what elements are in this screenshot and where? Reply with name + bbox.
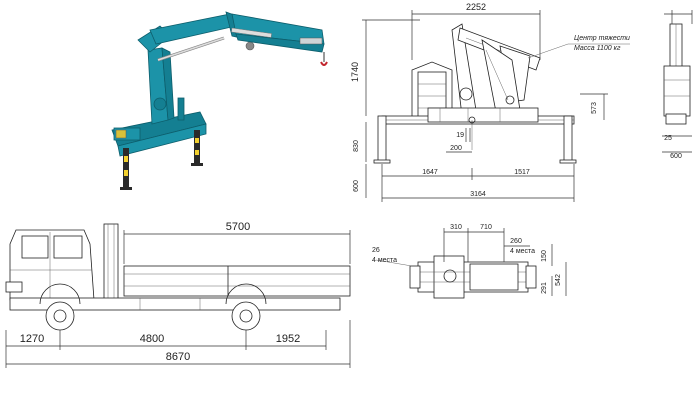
top-dim-260-label: 260	[510, 238, 522, 245]
truck-body-length-label: 5700	[226, 221, 250, 233]
dim-830-label: 830	[353, 140, 360, 152]
total-length-label: 8670	[166, 351, 190, 363]
dim-200-label: 200	[450, 145, 462, 152]
top-dim-291-label: 291	[541, 282, 548, 294]
cog-note-line1: Центр тяжести	[574, 35, 630, 42]
top-note-4-places-a: 4 места	[510, 248, 535, 255]
dim-1647-label: 1647	[422, 169, 438, 176]
crane-side-view-drawing: 25 600	[662, 10, 693, 160]
side-dim-25-label: 25	[664, 135, 672, 142]
dim-19-label: 19	[456, 132, 464, 139]
dim-600-label: 600	[353, 180, 360, 192]
wheelbase-label: 4800	[140, 333, 164, 345]
rear-overhang-label: 1952	[276, 333, 300, 345]
crane-front-view-drawing: 2252 1740 573 19 200 830 600 1647 1517 3…	[350, 2, 630, 202]
dim-1517-label: 1517	[514, 169, 530, 176]
side-dim-600-label: 600	[670, 153, 682, 160]
dim-3164-label: 3164	[470, 191, 486, 198]
crane-3d-render-icon	[111, 11, 328, 190]
cog-note-line2: Масса 1100 кг	[574, 45, 621, 52]
dim-height-label: 1740	[350, 62, 360, 82]
top-dim-542-label: 542	[555, 274, 562, 286]
top-dim-710-label: 710	[480, 224, 492, 231]
top-note-4-places-b: 4 места	[372, 257, 397, 264]
crane-top-view-drawing: 310 710 260 4 места 26 4 места 150 542 2…	[372, 224, 567, 299]
truck-side-view-drawing: 5700 1270 4800 1952 8670	[5, 221, 351, 368]
dim-573-label: 573	[591, 102, 598, 114]
top-dim-26-label: 26	[372, 247, 380, 254]
top-dim-150-label: 150	[541, 250, 548, 262]
dim-top-width-label: 2252	[466, 2, 486, 12]
top-dim-310-label: 310	[450, 224, 462, 231]
front-overhang-label: 1270	[20, 333, 44, 345]
